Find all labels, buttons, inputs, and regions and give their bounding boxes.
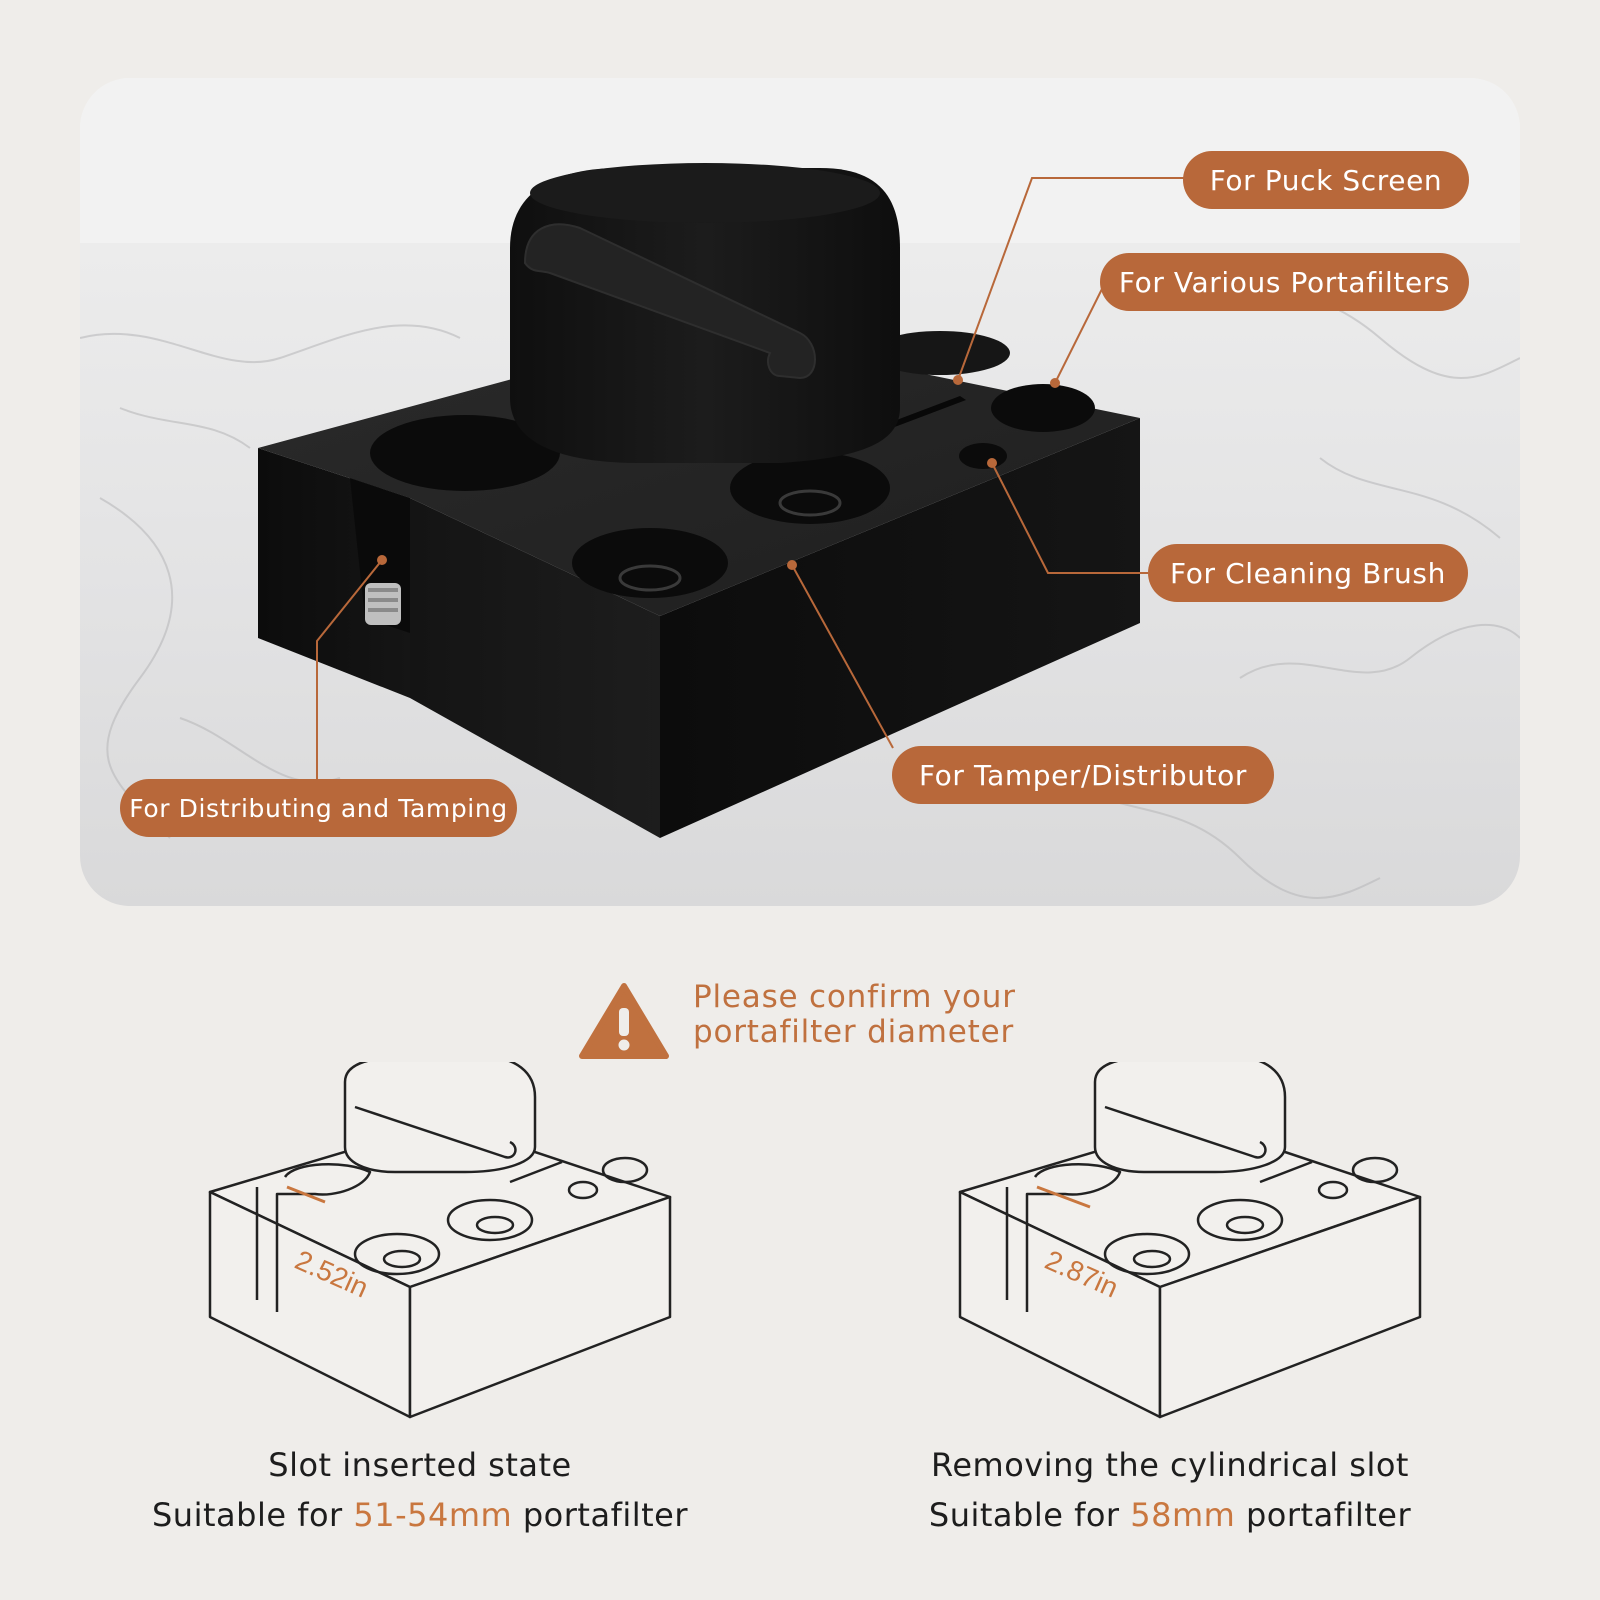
caption-left-line1: Slot inserted state [268, 1446, 572, 1484]
caption-suffix: portafilter [1235, 1496, 1412, 1534]
diameter-warning: Please confirm your portafilter diameter [578, 980, 1038, 1060]
caption-right-line1: Removing the cylindrical slot [931, 1446, 1409, 1484]
tamper-hole-2 [730, 452, 890, 524]
warning-icon [579, 983, 669, 1059]
leader-dots [377, 375, 1060, 570]
caption-size-highlight: 51-54mm [353, 1496, 513, 1534]
large-slot-hole [370, 415, 560, 491]
caption-size-highlight: 58mm [1130, 1496, 1236, 1534]
caption-left-line2: Suitable for 51-54mm portafilter [110, 1490, 730, 1540]
diagram-slot-removed: 2.87in [958, 1062, 1422, 1419]
callout-cleaning-brush: For Cleaning Brush [1148, 544, 1468, 602]
adjustment-knob [365, 583, 401, 625]
warning-line-1: Please confirm your [693, 979, 1016, 1015]
product-photo-panel: For Puck Screen For Various Portafilters… [80, 78, 1520, 906]
callout-various-portafilters: For Various Portafilters [1100, 253, 1469, 311]
leader-lines [316, 177, 1185, 783]
block-front-left [410, 498, 660, 838]
callout-puck-screen: For Puck Screen [1183, 151, 1469, 209]
warning-line-2: portafilter diameter [693, 1014, 1015, 1050]
caption-right: Removing the cylindrical slot Suitable f… [860, 1440, 1480, 1540]
knock-bar [523, 223, 816, 380]
caption-suffix: portafilter [512, 1496, 688, 1534]
tamper-hole-1 [572, 528, 728, 598]
callout-tamper-distributor: For Tamper/Distributor [892, 746, 1274, 804]
callout-distributing-tamping: For Distributing and Tamping [120, 779, 517, 837]
portafilter-hole [991, 384, 1095, 432]
caption-right-line2: Suitable for 58mm portafilter [860, 1490, 1480, 1540]
diagram-slot-inserted: 2.52in [208, 1062, 672, 1419]
product-illustration [80, 78, 1520, 899]
caption-left: Slot inserted state Suitable for 51-54mm… [110, 1440, 730, 1540]
block-right-face [660, 418, 1140, 838]
warning-text: Please confirm your portafilter diameter [693, 980, 1016, 1050]
brush-hole [959, 443, 1007, 469]
caption-prefix: Suitable for [928, 1496, 1131, 1534]
caption-prefix: Suitable for [151, 1496, 354, 1534]
block-top-face [258, 328, 1140, 616]
